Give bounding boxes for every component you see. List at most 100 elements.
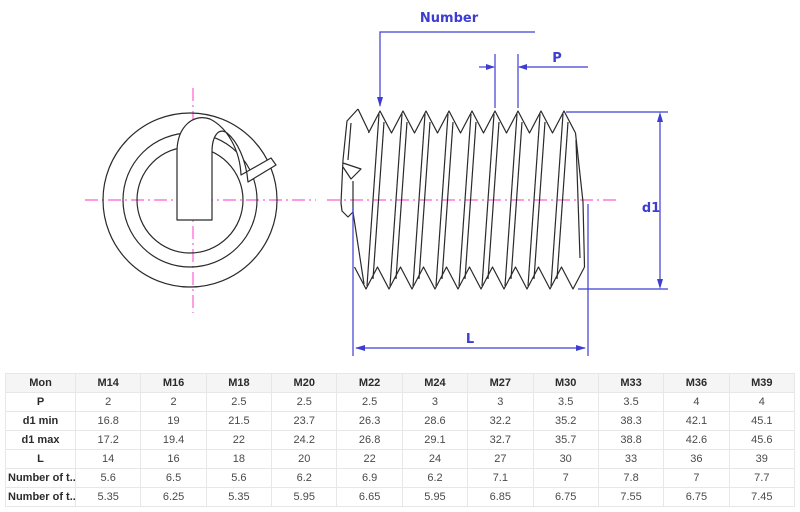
table-cell: 5.95 (271, 487, 338, 507)
table-cell: 5.95 (401, 487, 469, 507)
table-cell: 26.3 (336, 411, 403, 431)
table-cell: 6.25 (140, 487, 207, 507)
row-label: d1 max (5, 430, 76, 450)
table-cell: 32.2 (467, 411, 534, 431)
thread-left-end (340, 108, 370, 285)
row-label: d1 min (5, 411, 76, 431)
table-cell: 23.7 (271, 411, 338, 431)
column-header: M18 (205, 373, 273, 393)
table-cell: 3 (467, 392, 534, 412)
column-header: M22 (336, 373, 403, 393)
table-cell: 2.5 (205, 392, 273, 412)
table-cell: 35.7 (532, 430, 599, 450)
table-cell: 6.2 (401, 468, 469, 488)
table-cell: 16 (140, 449, 207, 469)
tang-notch (342, 162, 362, 180)
table-cell: 42.1 (663, 411, 730, 431)
length-label: L (466, 332, 474, 347)
row-label: L (5, 449, 76, 469)
column-header: M36 (663, 373, 730, 393)
row-label: P (5, 392, 76, 412)
table-cell: 42.6 (663, 430, 730, 450)
pitch-dimension (479, 54, 588, 108)
table-cell: 5.6 (74, 468, 142, 488)
table-cell: 7.1 (467, 468, 534, 488)
number-dimension (377, 31, 535, 107)
table-cell: 6.75 (663, 487, 730, 507)
table-cell: 5.35 (74, 487, 142, 507)
table-cell: 2 (74, 392, 142, 412)
coil-outer-circle (102, 112, 278, 288)
table-cell: 6.85 (467, 487, 534, 507)
table-cell: 19 (140, 411, 207, 431)
length-dimension (352, 204, 589, 356)
table-cell: 29.1 (401, 430, 469, 450)
table-cell: 24.2 (271, 430, 338, 450)
column-header: M39 (728, 373, 796, 393)
table-cell: 39 (728, 449, 796, 469)
front-view-coil (102, 112, 278, 288)
thread-top-zigzag (367, 110, 577, 134)
table-cell: 2 (140, 392, 207, 412)
d1-label: d1 (642, 201, 660, 216)
table-cell: 32.7 (467, 430, 534, 450)
table-cell: 27 (467, 449, 534, 469)
side-view-thread (340, 108, 586, 290)
row-label: Number of t... (5, 468, 76, 488)
table-cell: 6.5 (140, 468, 207, 488)
column-header: M27 (467, 373, 534, 393)
table-cell: 17.2 (74, 430, 142, 450)
table-cell: 7 (532, 468, 599, 488)
row-label: Number of t... (5, 487, 76, 507)
table-cell: 19.4 (140, 430, 207, 450)
dimensions (352, 31, 668, 356)
table-cell: 7.45 (728, 487, 796, 507)
table-cell: 22 (336, 449, 403, 469)
table-cell: 6.75 (532, 487, 599, 507)
table-cell: 6.9 (336, 468, 403, 488)
column-header-label: Mon (5, 373, 76, 393)
thread-bottom-zigzag (353, 266, 586, 290)
table-cell: 3.5 (597, 392, 665, 412)
table-cell: 28.6 (401, 411, 469, 431)
table-cell: 38.3 (597, 411, 665, 431)
column-header: M20 (271, 373, 338, 393)
table-cell: 45.6 (728, 430, 796, 450)
table-cell: 33 (597, 449, 665, 469)
table-cell: 7.8 (597, 468, 665, 488)
table-cell: 3 (401, 392, 469, 412)
table-cell: 5.35 (205, 487, 273, 507)
thread-right-end (574, 132, 586, 268)
table-cell: 2.5 (336, 392, 403, 412)
table-cell: 21.5 (205, 411, 273, 431)
table-cell: 18 (205, 449, 273, 469)
table-cell: 6.65 (336, 487, 403, 507)
table-cell: 7.7 (728, 468, 796, 488)
table-cell: 4 (663, 392, 730, 412)
table-cell: 7.55 (597, 487, 665, 507)
table-cell: 5.6 (205, 468, 273, 488)
centerlines (85, 88, 617, 313)
table-cell: 14 (74, 449, 142, 469)
table-cell: 16.8 (74, 411, 142, 431)
number-label: Number (420, 11, 479, 26)
column-header: M16 (140, 373, 207, 393)
table-cell: 38.8 (597, 430, 665, 450)
column-header: M33 (597, 373, 665, 393)
pitch-label: P (552, 51, 562, 66)
column-header: M24 (401, 373, 469, 393)
table-cell: 2.5 (271, 392, 338, 412)
table-cell: 7 (663, 468, 730, 488)
table-cell: 30 (532, 449, 599, 469)
